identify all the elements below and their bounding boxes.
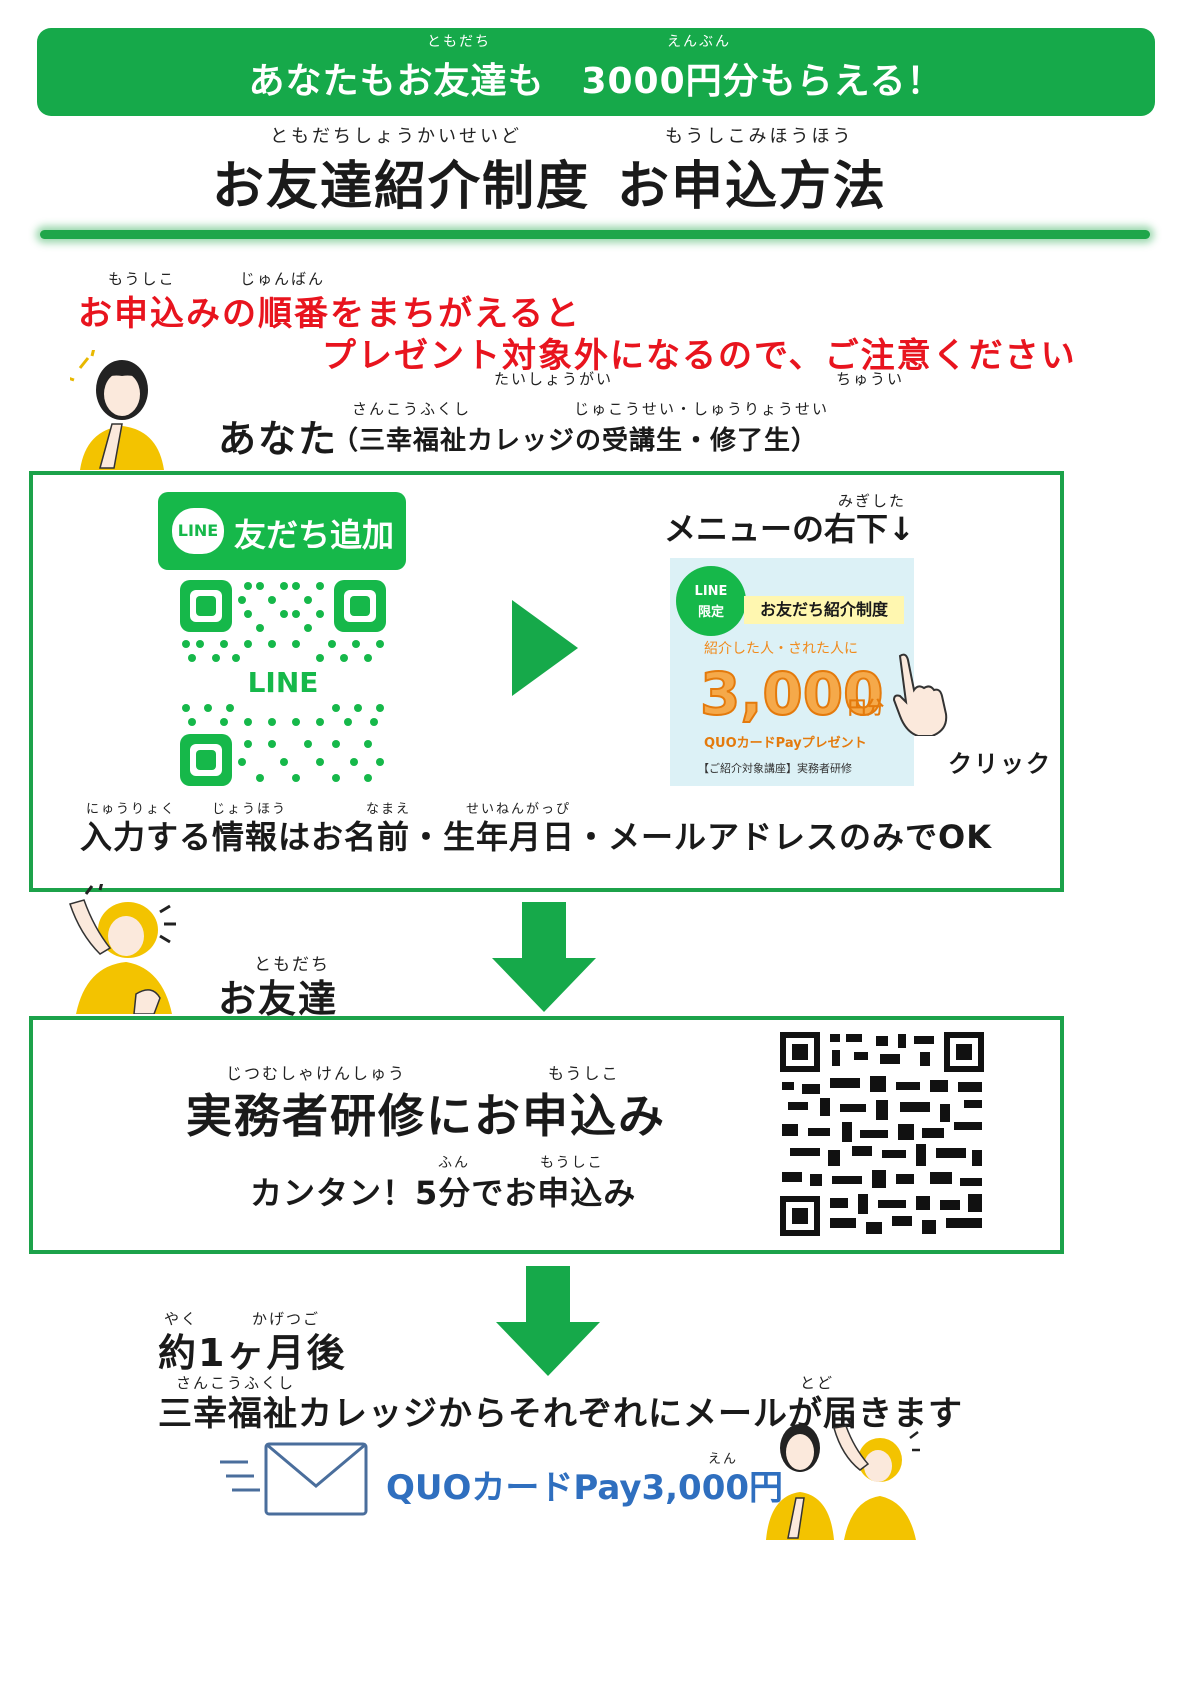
click-label: クリック	[948, 750, 1052, 778]
result-ruby-b: かげつご	[252, 1310, 321, 1328]
menu-ruby: みぎした	[838, 492, 907, 510]
menu-label: メニューの右下↓	[664, 510, 915, 548]
line-logo-icon: LINE	[172, 508, 224, 554]
person-friend-icon	[69, 884, 176, 1014]
step2-sub-ruby-a: ふん	[438, 1155, 470, 1171]
application-qr-code-icon[interactable]	[780, 1032, 984, 1236]
person-you-icon	[70, 350, 164, 470]
pointing-hand-icon	[892, 653, 948, 736]
card-amount: 3,000	[699, 659, 884, 729]
warning-ruby-b: じゅんばん	[240, 270, 326, 288]
info-text: 入力する情報はお名前・生年月日・メールアドレスのみでOK	[80, 818, 993, 856]
heading-left: お友達紹介制度	[212, 157, 591, 217]
line-qr-code-icon[interactable]	[178, 578, 388, 788]
warning-ruby-d: ちゅうい	[836, 370, 905, 388]
info-ruby-c: なまえ	[366, 802, 412, 817]
top-banner: ともだち えんぶん あなたもお友達も 3000円分もらえる！	[37, 28, 1155, 116]
heading-underline	[40, 230, 1150, 239]
person-pair-icon	[766, 1420, 920, 1540]
friend-label: お友達	[218, 977, 339, 1021]
warning-line2: プレゼント対象外になるので、ご注意ください	[322, 336, 1077, 376]
you-sub: （三幸福祉カレッジの受講生・修了生）	[332, 426, 819, 456]
step2-sub-ruby-b: もうしこ	[540, 1155, 604, 1171]
card-sub: 紹介した人・された人に	[704, 641, 858, 657]
step2-sub: カンタン！5分でお申込み	[250, 1174, 637, 1212]
banner-ruby-amount: えんぶん	[667, 34, 731, 50]
step2-title: 実務者研修にお申込み	[186, 1089, 666, 1143]
card-line-tag: LINE 限定	[676, 566, 746, 636]
card-tag-line2: 限定	[697, 605, 724, 620]
result-when: 約1ヶ月後	[158, 1331, 347, 1375]
heading-right-ruby: もうしこみほうほう	[665, 126, 854, 147]
card-present: QUOカードPayプレゼント	[704, 736, 867, 751]
result-mail-text: 三幸福祉カレッジからそれぞれにメールが届きます	[158, 1394, 963, 1434]
line-qr-center-label: LINE	[247, 666, 319, 699]
banner-ruby-friend: ともだち	[427, 34, 491, 50]
card-title: お友だち紹介制度	[744, 596, 904, 624]
friend-ruby: ともだち	[254, 955, 330, 975]
gift-text: QUOカードPay3,000円	[386, 1468, 784, 1508]
heading-right: お申込方法	[617, 157, 888, 217]
info-ruby-d: せいねんがっぴ	[466, 802, 572, 817]
warning-ruby-a: もうしこ	[108, 270, 176, 288]
arrow-right-icon	[512, 600, 578, 696]
step2-ruby-a: じつむしゃけんしゅう	[226, 1064, 407, 1083]
gift-ruby: えん	[708, 1452, 739, 1467]
banner-text: あなたもお友達も 3000円分もらえる！	[248, 61, 944, 102]
result-mail-ruby-a: さんこうふくし	[176, 1374, 296, 1392]
card-unit: 円分	[848, 698, 884, 719]
mail-icon	[220, 1442, 368, 1516]
referral-card[interactable]: LINE 限定 お友だち紹介制度 紹介した人・された人に 3,000 円分 QU…	[670, 558, 914, 786]
step1-box	[29, 471, 1064, 892]
result-mail-ruby-b: とど	[800, 1374, 835, 1392]
you-label: あなた	[218, 417, 339, 461]
line-add-friend-badge[interactable]: LINE 友だち追加	[158, 492, 406, 570]
step2-box	[29, 1016, 1064, 1254]
line-badge-text: 友だち追加	[234, 516, 395, 554]
result-ruby-a: やく	[164, 1310, 199, 1328]
you-ruby-b: じゅこうせい・しゅうりょうせい	[574, 400, 830, 418]
card-tag-line1: LINE	[694, 584, 728, 599]
info-ruby-a: にゅうりょく	[86, 802, 177, 817]
step2-ruby-b: もうしこ	[548, 1064, 620, 1083]
arrow-down-icon-2	[496, 1266, 600, 1376]
info-ruby-b: じょうほう	[212, 802, 288, 817]
warning-line1: お申込みの順番をまちがえると	[78, 294, 581, 334]
you-ruby-a: さんこうふくし	[352, 400, 472, 418]
arrow-down-icon	[492, 902, 596, 1012]
heading-left-ruby: ともだちしょうかいせいど	[270, 126, 522, 147]
card-footer: 【ご紹介対象講座】実務者研修	[698, 762, 852, 775]
warning-ruby-c: たいしょうがい	[494, 370, 614, 388]
